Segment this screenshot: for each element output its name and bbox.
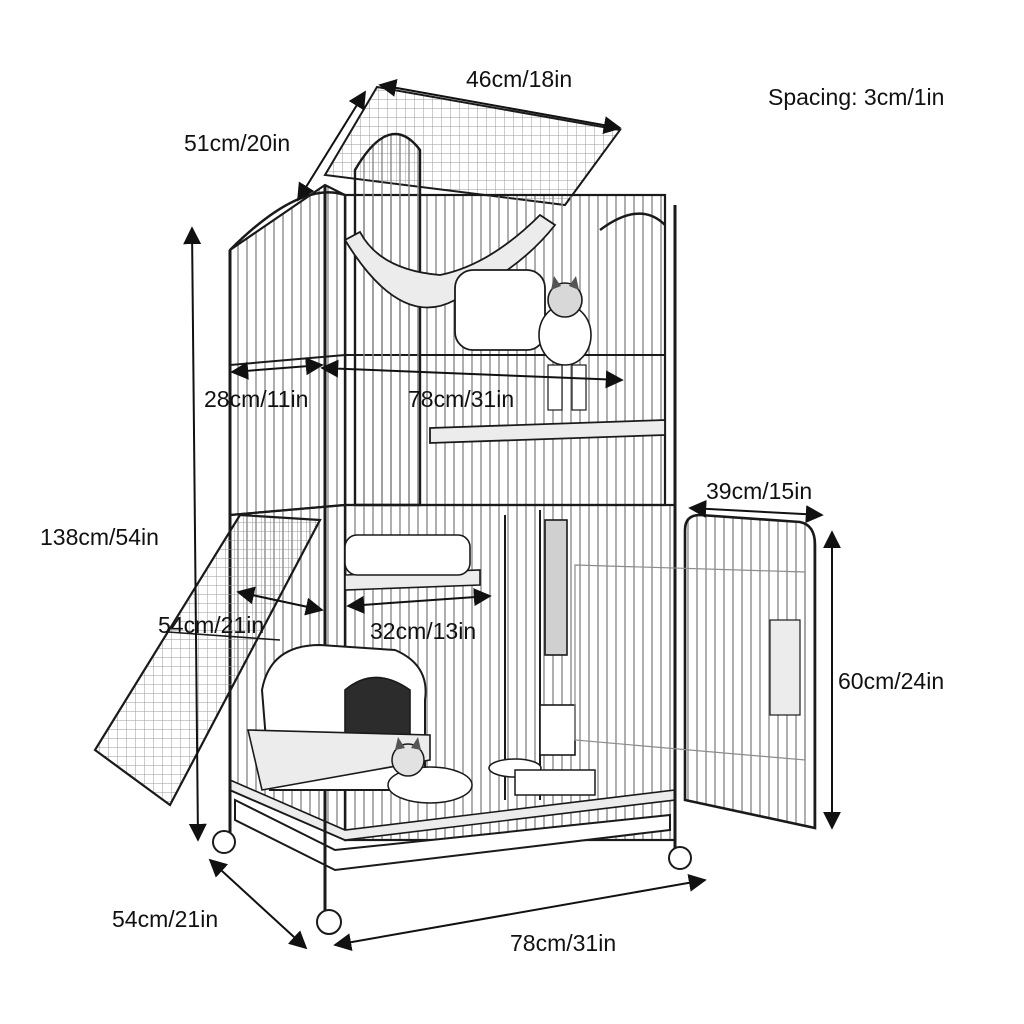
base-width-label: 78cm/31in [510,930,617,956]
scratching-post-icon [539,519,576,756]
open-door [574,513,817,830]
arrow-top-width [378,78,622,135]
middle-shelf [344,534,481,591]
hammock-icon [343,213,557,309]
arrow-top-depth [297,90,366,202]
shelf-width-label: 32cm/13in [370,618,477,644]
cat-icon [387,737,473,804]
hideout-tube [454,269,546,351]
top-depth-label: 51cm/20in [184,130,291,156]
arrow-base-width [333,873,707,952]
base-depth-label: 54cm/21in [112,906,219,932]
arrow-upper-side [230,357,324,380]
arrow-ramp-length [236,586,324,616]
total-height-label: 138cm/54in [40,524,159,550]
arrow-base-depth [208,858,308,950]
top-width-label: 46cm/18in [466,66,573,92]
door-height-label: 60cm/24in [838,668,945,694]
food-bowls [488,758,596,796]
spacing-label: Spacing: 3cm/1in [768,84,945,110]
upper-side-label: 28cm/11in [204,386,309,412]
base-tray [228,185,677,915]
arrow-shelf-width [346,588,492,614]
ramp-length-label: 54cm/21in [158,612,265,638]
dimension-arrows [183,78,841,952]
arrow-total-height [183,226,207,842]
upper-width-label: 78cm/31in [408,386,515,412]
arrow-door-width [688,499,824,524]
door-width-label: 39cm/15in [706,478,813,504]
arrow-upper-width [320,359,624,389]
litter-box-icon [246,643,431,791]
